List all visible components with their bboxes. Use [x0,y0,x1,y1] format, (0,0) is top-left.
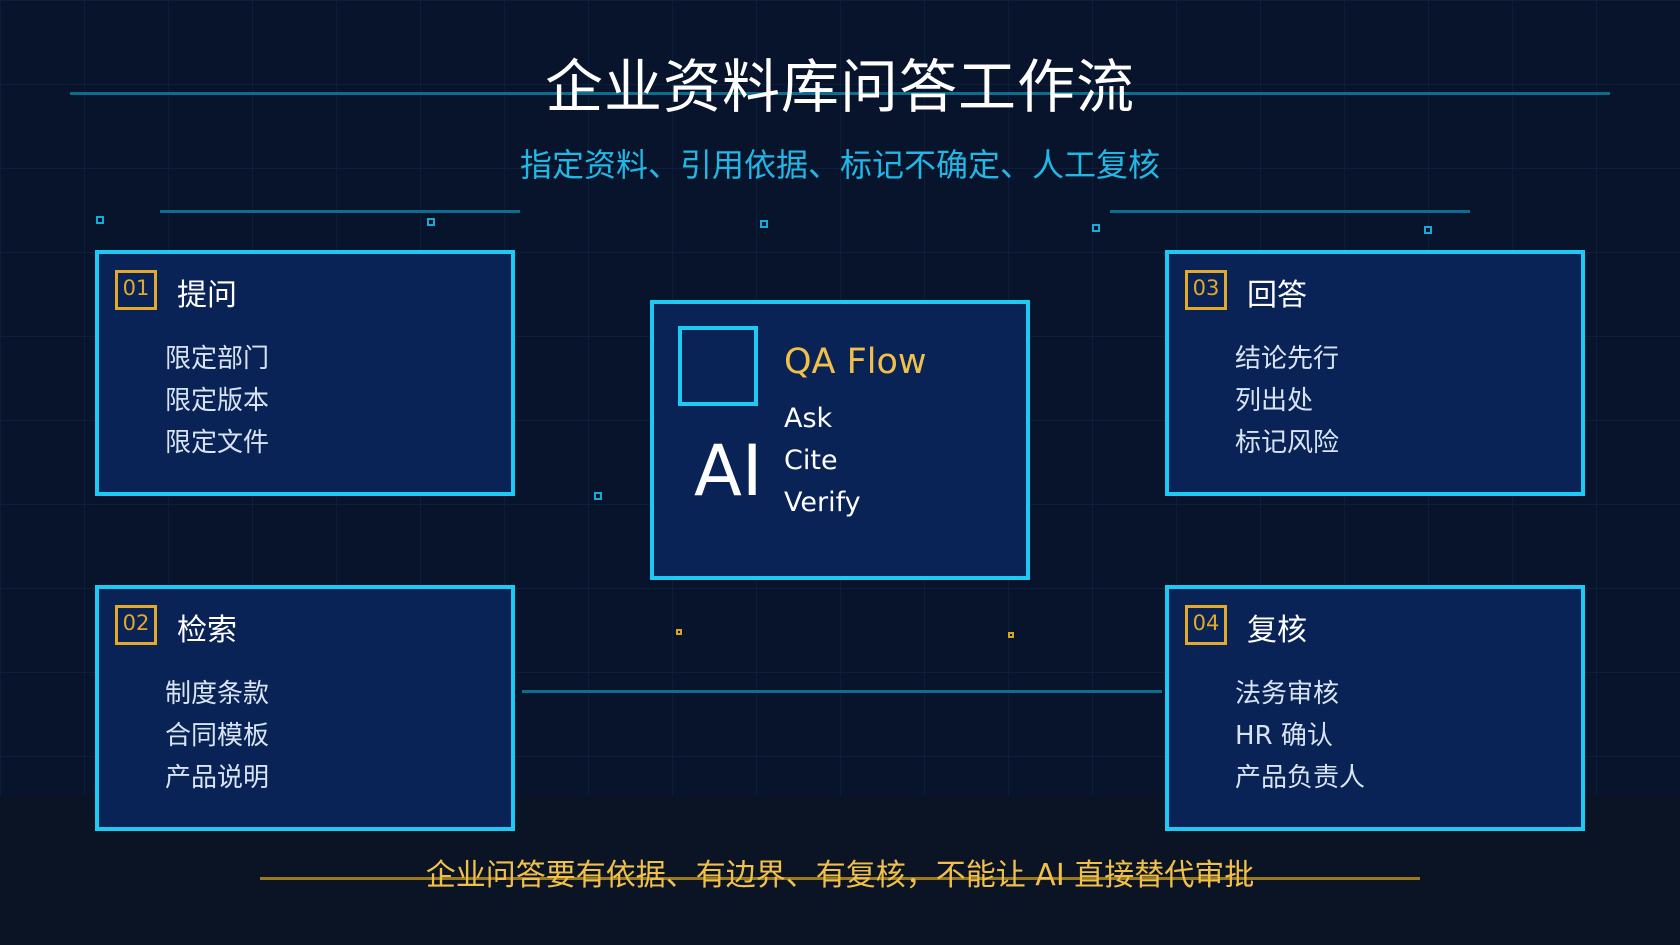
deco-line-right [1110,210,1470,213]
center-card: AI QA Flow Ask Cite Verify [650,300,1030,580]
ai-logo-text: AI [694,430,763,512]
card-title: 回答 [1247,278,1307,313]
card-item: 限定版本 [165,386,270,416]
card-item: 产品说明 [165,763,270,793]
square-icon [678,326,758,406]
page-title: 企业资料库问答工作流 [544,53,1135,121]
card-title: 提问 [177,278,237,313]
deco-dot [594,492,602,500]
card-item: HR 确认 [1235,721,1333,751]
footer-line [260,877,1420,880]
card-item: 限定部门 [165,344,270,374]
card-item: 限定文件 [165,428,270,458]
card-item: 列出处 [1235,386,1314,416]
center-step: Verify [784,487,861,518]
deco-dot [1424,226,1432,234]
card-item-list: 制度条款 合同模板 产品说明 [165,673,269,799]
step-number-badge: 01 [115,270,157,310]
deco-dot [760,220,768,228]
card-ask: 01 提问 限定部门 限定版本 限定文件 [95,250,515,496]
center-heading: QA Flow [784,342,927,382]
card-item-list: 法务审核 HR 确认 产品负责人 [1235,673,1365,799]
card-item: 产品负责人 [1235,763,1366,793]
card-answer: 03 回答 结论先行 列出处 标记风险 [1165,250,1585,496]
card-item: 法务审核 [1235,679,1340,709]
card-item-list: 结论先行 列出处 标记风险 [1235,338,1339,464]
deco-dot [96,216,104,224]
card-item: 标记风险 [1235,428,1340,458]
deco-dot [1092,224,1100,232]
card-title: 检索 [177,613,237,648]
deco-dot-gold [676,629,682,635]
connector-line [522,690,1162,693]
step-number-badge: 02 [115,605,157,645]
card-item: 制度条款 [165,679,270,709]
footer-note: 企业问答要有依据、有边界、有复核，不能让 AI 直接替代审批 [425,858,1255,893]
card-item: 合同模板 [165,721,270,751]
center-step: Ask [784,403,833,434]
center-step: Cite [784,445,838,476]
card-item: 结论先行 [1235,344,1340,374]
card-retrieve: 02 检索 制度条款 合同模板 产品说明 [95,585,515,831]
card-title: 复核 [1247,613,1307,648]
step-number-badge: 03 [1185,270,1227,310]
page-subtitle: 指定资料、引用依据、标记不确定、人工复核 [519,146,1160,184]
center-step-list: Ask Cite Verify [784,398,861,524]
card-review: 04 复核 法务审核 HR 确认 产品负责人 [1165,585,1585,831]
deco-dot [427,218,435,226]
deco-line-left [160,210,520,213]
card-item-list: 限定部门 限定版本 限定文件 [165,338,269,464]
title-line [70,92,1610,95]
deco-dot-gold [1008,632,1014,638]
step-number-badge: 04 [1185,605,1227,645]
